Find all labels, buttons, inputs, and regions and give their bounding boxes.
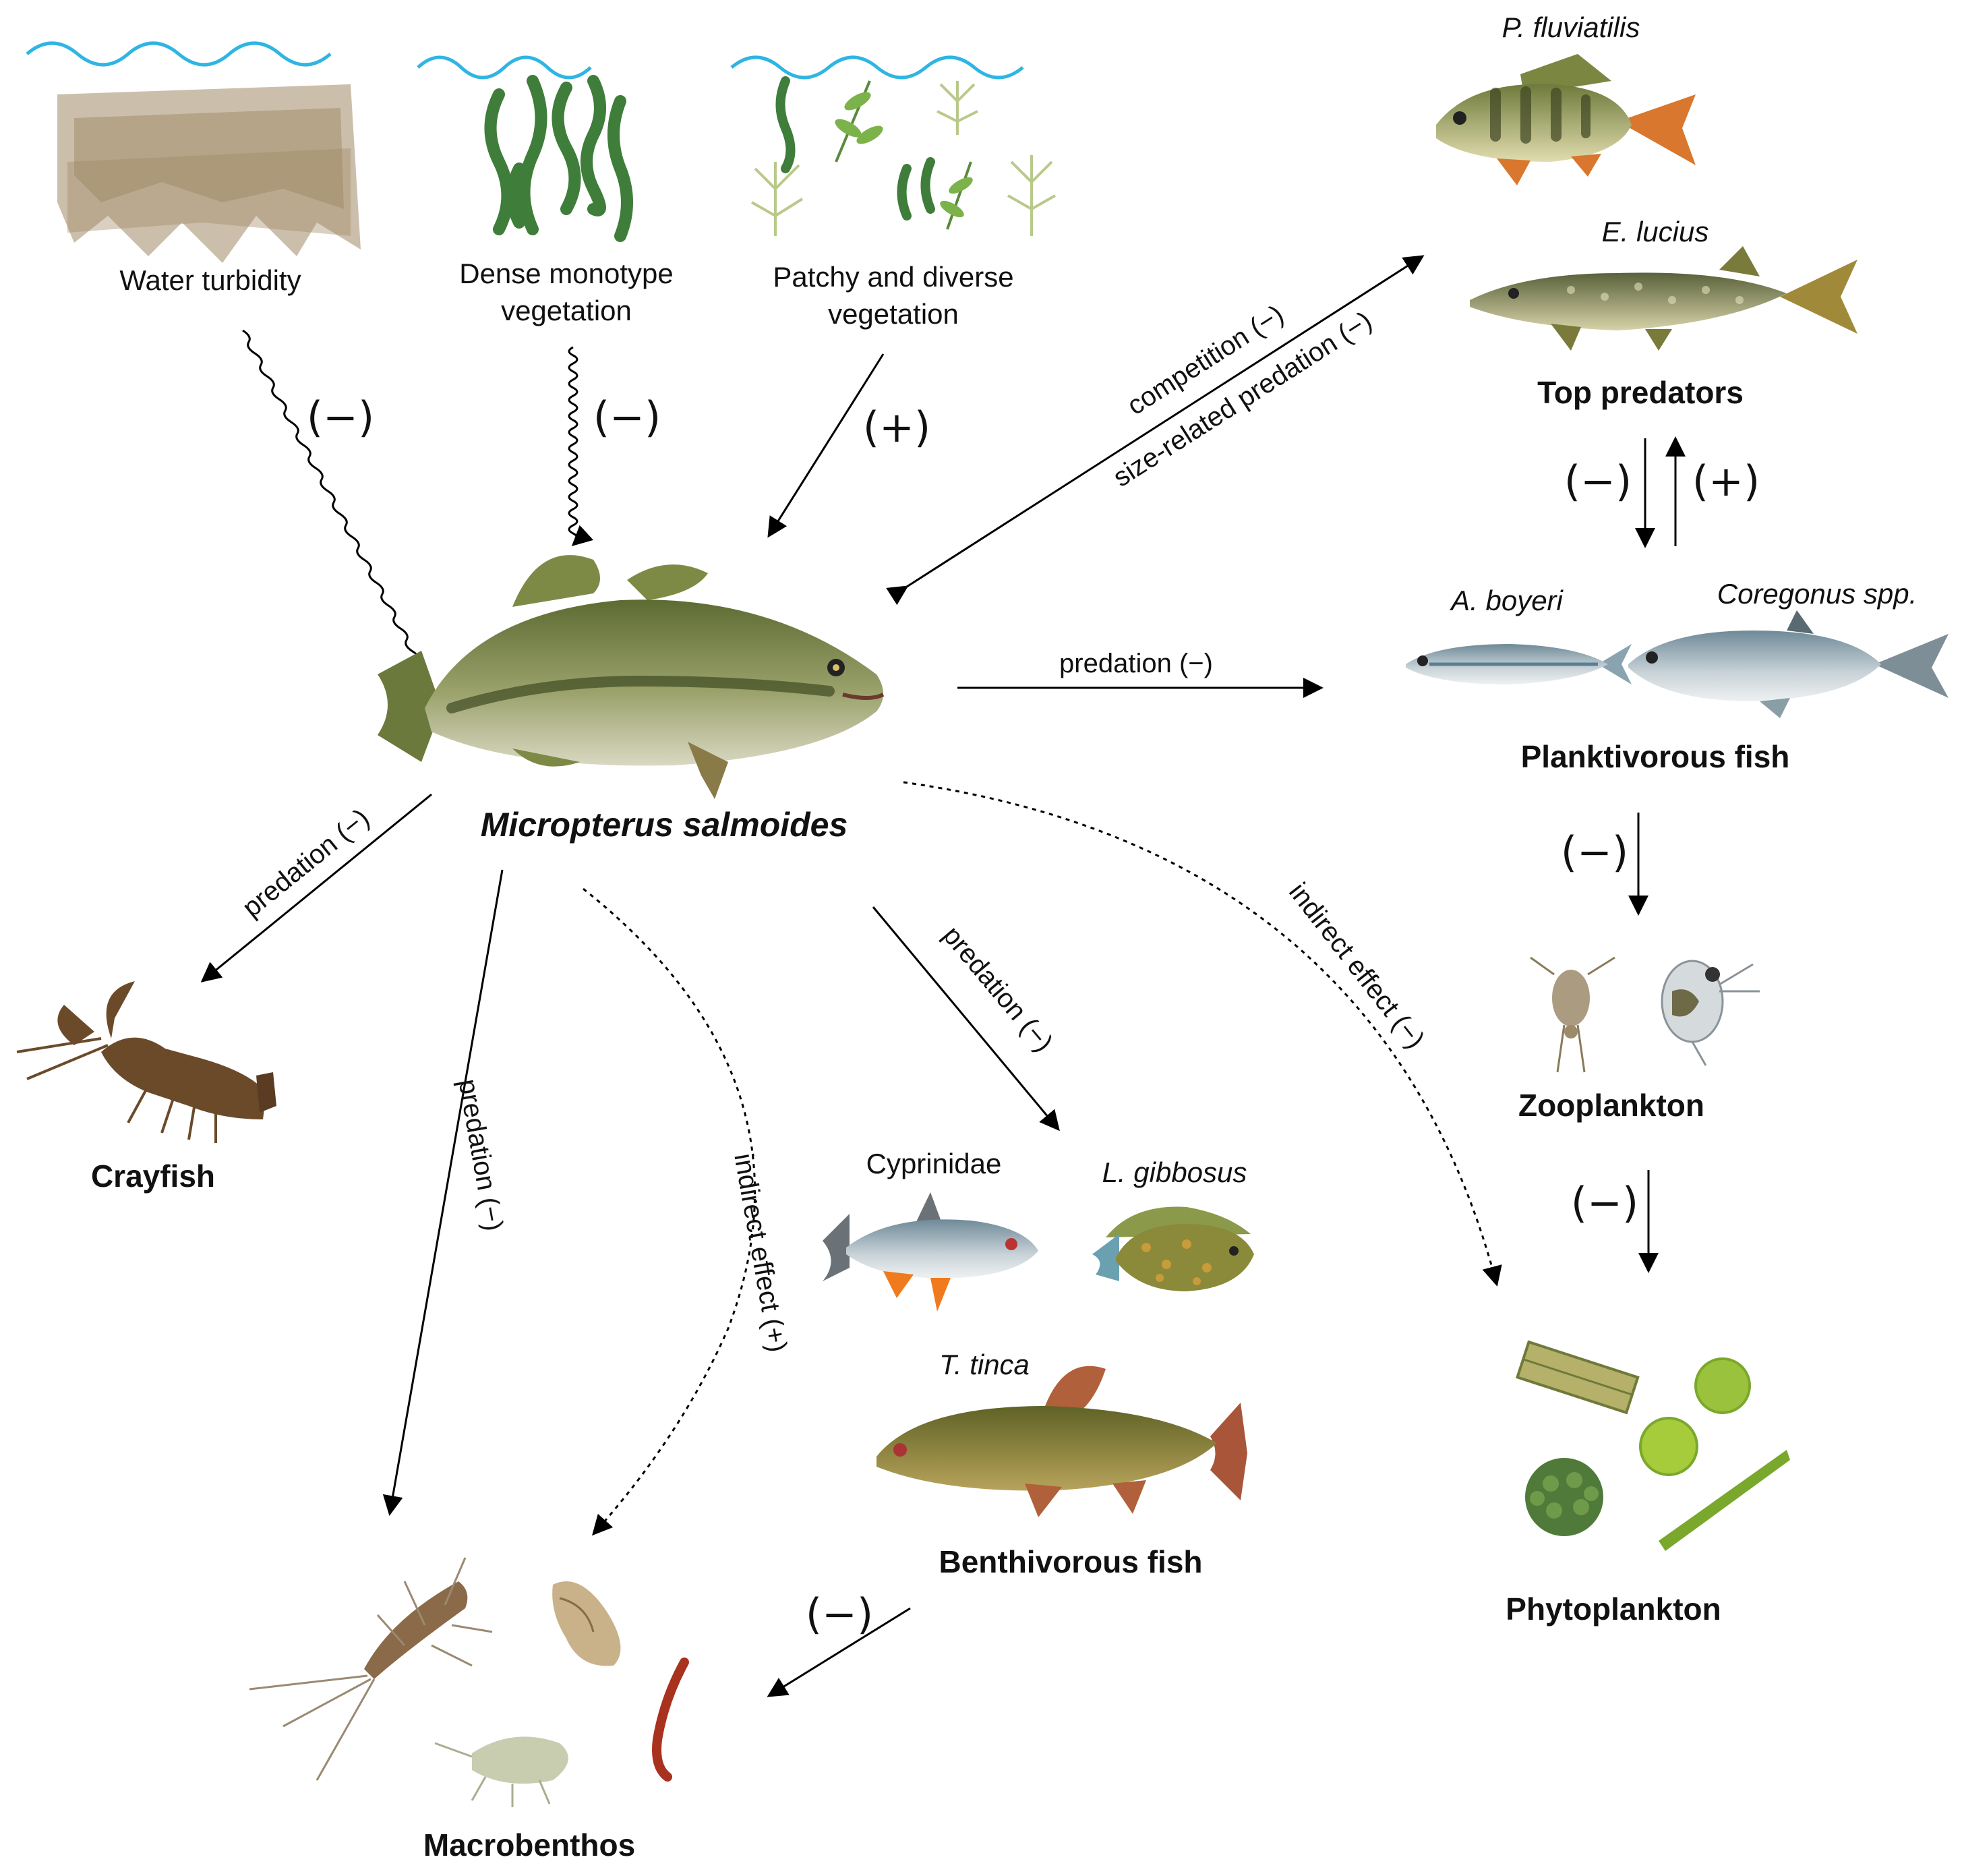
largemouth-bass-illustration bbox=[378, 555, 885, 799]
perch-illustration: P. fluviatilis bbox=[1436, 11, 1696, 185]
planktivore-species-1-label: A. boyeri bbox=[1449, 585, 1564, 616]
daphnia-illustration bbox=[1661, 960, 1760, 1066]
center-species-label: Micropterus salmoides bbox=[481, 806, 848, 844]
top-predators-label: Top predators bbox=[1537, 375, 1744, 410]
planktivorous-fish-label: Planktivorous fish bbox=[1521, 739, 1790, 774]
patchy-vegetation-illustration bbox=[751, 76, 1056, 236]
cyprinid-illustration bbox=[823, 1192, 1038, 1312]
water-surface-waves bbox=[26, 41, 1024, 80]
dense-vegetation-illustration bbox=[484, 75, 633, 242]
turbidity-label: Water turbidity bbox=[119, 264, 301, 296]
patchy-vegetation-label-2: vegetation bbox=[828, 298, 959, 330]
patchy-vegetation-sign: (+) bbox=[863, 403, 930, 452]
bass-macrobenthos-indirect-label: indirect effect (+) bbox=[728, 1151, 792, 1354]
pike-illustration: E. lucius bbox=[1470, 216, 1857, 351]
turbidity-illustration bbox=[57, 84, 361, 263]
phytoplankton-illustration bbox=[1515, 1340, 1790, 1551]
bass-macrobenthos-predation-label: predation (−) bbox=[452, 1077, 508, 1233]
perch-species-label: P. fluviatilis bbox=[1502, 11, 1640, 43]
snail-illustration bbox=[552, 1581, 621, 1666]
benthivore-species-2-label: L. gibbosus bbox=[1102, 1156, 1247, 1188]
bass-to-macrobenthos-indirect-arrow bbox=[583, 887, 756, 1536]
turbidity-wavy-arrow bbox=[242, 329, 426, 674]
dense-vegetation-wavy-arrow bbox=[568, 346, 594, 547]
planktivores-zooplankton-sign: (−) bbox=[1561, 827, 1628, 877]
benthivores-to-macrobenthos-arrow bbox=[767, 1607, 911, 1697]
zooplankton-label: Zooplankton bbox=[1518, 1088, 1704, 1123]
dense-vegetation-label-2: vegetation bbox=[501, 295, 632, 326]
patchy-vegetation-arrow bbox=[767, 353, 885, 538]
zooplankton-phytoplankton-sign: (−) bbox=[1571, 1178, 1638, 1227]
amphipod-illustration bbox=[434, 1736, 568, 1807]
bottom-up-sign: (+) bbox=[1692, 457, 1760, 506]
benthivores-macrobenthos-sign: (−) bbox=[806, 1589, 873, 1639]
benthivore-species-1-label: Cyprinidae bbox=[866, 1148, 1002, 1179]
phytoplankton-label: Phytoplankton bbox=[1506, 1591, 1721, 1626]
top-down-sign: (−) bbox=[1564, 457, 1632, 506]
bloodworm-illustration bbox=[652, 1658, 689, 1782]
bass-benthivores-predation-label: predation (−) bbox=[937, 920, 1059, 1057]
benthivore-species-3-label: T. tinca bbox=[939, 1349, 1030, 1380]
bass-phytoplankton-indirect-label: indirect effect (−) bbox=[1283, 877, 1430, 1054]
copepod-illustration bbox=[1530, 956, 1615, 1073]
atherina-illustration bbox=[1406, 644, 1632, 684]
bass-top-predators-arrow bbox=[886, 255, 1425, 606]
bass-crayfish-predation-label: predation (−) bbox=[237, 803, 375, 923]
crayfish-label: Crayfish bbox=[91, 1159, 215, 1194]
wave-dense bbox=[417, 55, 592, 80]
pumpkinseed-illustration bbox=[1092, 1206, 1254, 1291]
bass-to-phytoplankton-indirect-arrow bbox=[903, 781, 1502, 1287]
dense-vegetation-label-1: Dense monotype bbox=[459, 258, 674, 289]
planktivore-species-2-label: Coregonus spp. bbox=[1717, 578, 1918, 610]
turbidity-sign: (−) bbox=[307, 392, 374, 442]
wave-patchy bbox=[730, 55, 1024, 80]
benthivorous-fish-label: Benthivorous fish bbox=[939, 1544, 1202, 1579]
dense-vegetation-sign: (−) bbox=[593, 392, 661, 442]
crayfish-illustration bbox=[16, 981, 276, 1143]
bass-to-crayfish-arrow bbox=[200, 793, 432, 983]
macrobenthos-label: Macrobenthos bbox=[423, 1827, 635, 1863]
mayfly-larva-illustration bbox=[249, 1557, 493, 1781]
pike-species-label: E. lucius bbox=[1602, 216, 1709, 247]
tench-illustration bbox=[876, 1366, 1247, 1517]
coregonus-illustration bbox=[1628, 610, 1949, 718]
bass-to-macrobenthos-arrow bbox=[382, 869, 504, 1516]
bass-planktivores-predation-label: predation (−) bbox=[1059, 649, 1213, 678]
bass-to-benthivores-arrow bbox=[872, 906, 1060, 1132]
patchy-vegetation-label-1: Patchy and diverse bbox=[773, 261, 1013, 293]
wave-turbidity bbox=[26, 41, 332, 67]
